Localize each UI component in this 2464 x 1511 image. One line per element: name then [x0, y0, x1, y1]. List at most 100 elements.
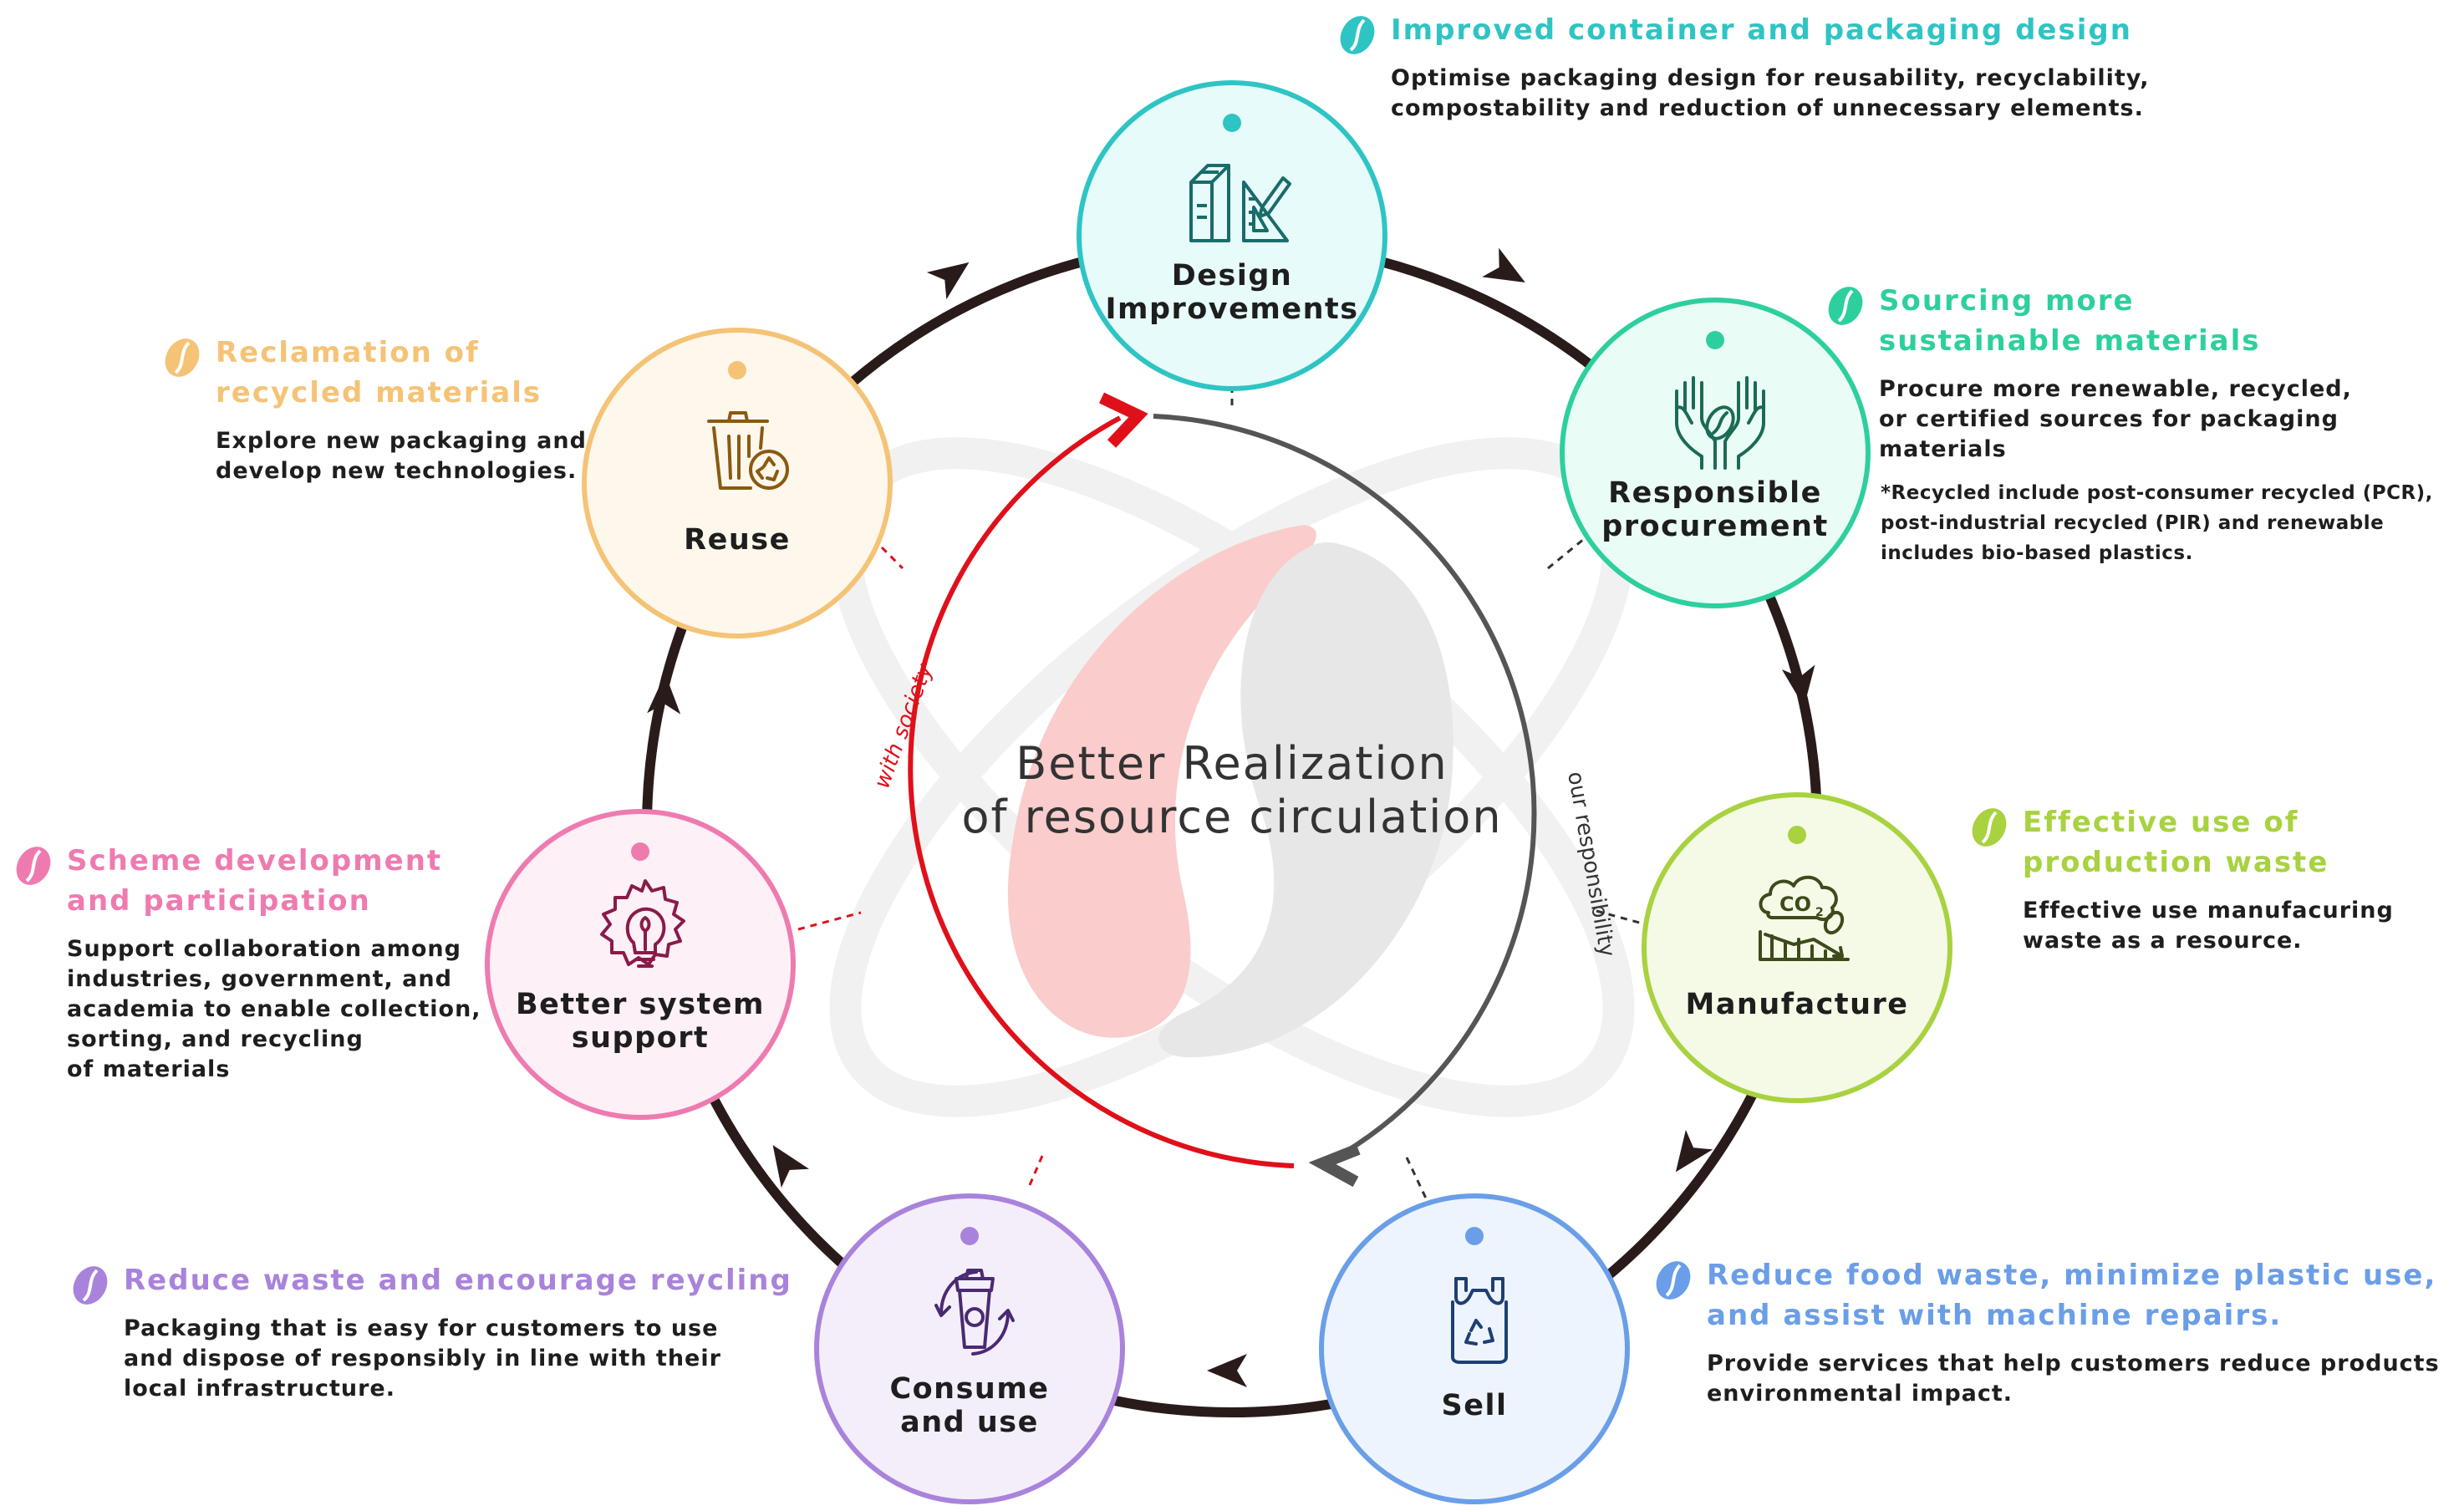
coffee-bean-icon [1828, 287, 1863, 325]
info-description: Optimise packaging design for reusabilit… [1336, 64, 2171, 124]
node-label-line2: and use [900, 1406, 1039, 1439]
info-line: Explore new packaging and [216, 428, 587, 454]
recycle-bag-icon [1451, 1277, 1508, 1364]
info-sell: Reduce food waste, minimize plastic use,… [1652, 1255, 2454, 1409]
svg-text:2: 2 [1815, 906, 1824, 919]
cycle-arrow-reuse-to-design [926, 262, 970, 300]
info-line: Effective use manufacuring [2023, 898, 2394, 923]
info-description: Effective use manufacuring waste as a re… [1968, 896, 2452, 956]
info-heading: Scheme development and participation [12, 841, 488, 921]
info-procurement: Sourcing more sustainable materials Proc… [1824, 281, 2459, 568]
node-label-line1: Consume [889, 1372, 1050, 1406]
cycle-arrow-design-to-procurement [1482, 247, 1525, 282]
info-line: and dispose of responsibly in line with … [124, 1346, 721, 1371]
node-design-improvements: Design Improvements [1077, 80, 1387, 391]
node-label-line2: procurement [1601, 510, 1829, 543]
coffee-bean-icon [16, 847, 51, 885]
info-description: Explore new packaging and develop new te… [160, 426, 595, 486]
node-label-line1: Manufacture [1685, 988, 1909, 1021]
info-description: Packaging that is easy for customers to … [69, 1314, 821, 1404]
center-title-line1: Better Realization [1016, 737, 1448, 790]
node-dot [1788, 826, 1806, 844]
node-dot [1706, 331, 1724, 349]
info-title-line: Reduce food waste, minimize plastic use, [1707, 1259, 2437, 1292]
node-label-line1: Responsible [1608, 476, 1822, 510]
info-line: Support collaboration among [67, 936, 461, 962]
info-design: Improved container and packaging design … [1336, 10, 2171, 124]
center-pink-bean [1007, 525, 1316, 1038]
info-title-line: production waste [2023, 846, 2329, 879]
info-line: waste as a resource. [2023, 928, 2303, 954]
info-line: *Recycled include post-consumer recycled… [1881, 482, 2433, 504]
info-heading: Reclamation of recycled materials [160, 333, 595, 413]
cycle-arrow-system-to-reuse [647, 674, 681, 715]
info-heading: Reduce food waste, minimize plastic use,… [1652, 1255, 2454, 1335]
info-reuse: Reclamation of recycled materials Explor… [160, 333, 595, 486]
trash-recycle-icon [707, 411, 789, 490]
center-grey-bean [1158, 542, 1453, 1058]
info-line: includes bio-based plastics. [1881, 542, 2193, 564]
packaging-design-icon [1189, 164, 1291, 242]
info-description: Procure more renewable, recycled, or cer… [1824, 374, 2459, 465]
co2-factory-icon: CO 2 [1759, 875, 1850, 961]
info-heading: Reduce waste and encourage reycling [69, 1260, 821, 1305]
cycle-arrows [647, 247, 1815, 1387]
node-label-line1: Better system [516, 988, 765, 1021]
info-title-line: and participation [67, 884, 371, 918]
node-label-line1: Reuse [684, 523, 791, 557]
dashed-connectors-red [797, 546, 1044, 1186]
info-title-line: sustainable materials [1879, 324, 2261, 358]
info-description: Support collaboration among industries, … [12, 934, 488, 1085]
info-line: environmental impact. [1707, 1381, 2013, 1407]
info-line: Optimise packaging design for reusabilit… [1391, 65, 2150, 91]
cycle-arrow-consume-to-system [772, 1145, 810, 1188]
responsibility-arc [1153, 414, 1537, 1164]
node-dot [631, 842, 649, 861]
info-line: of materials [67, 1056, 231, 1082]
cycle-arrow-sell-to-consume [1207, 1354, 1247, 1387]
info-heading: Improved container and packaging design [1336, 10, 2171, 54]
info-description: Provide services that help customers red… [1652, 1349, 2454, 1409]
info-line: academia to enable collection, [67, 996, 481, 1022]
node-dot [960, 1227, 979, 1245]
info-line: Provide services that help customers red… [1707, 1351, 2440, 1376]
coffee-bean-icon [1656, 1261, 1691, 1300]
info-consume: Reduce waste and encourage reycling Pack… [69, 1260, 821, 1404]
svg-text:CO: CO [1779, 893, 1811, 916]
info-title-line: recycled materials [216, 376, 542, 410]
info-title-line: Sourcing more [1879, 284, 2135, 318]
info-title-line: and assist with machine repairs. [1707, 1299, 2283, 1332]
node-label-line2: support [571, 1021, 710, 1055]
info-line: industries, government, and [67, 966, 452, 992]
info-heading: Sourcing more sustainable materials [1824, 281, 2459, 361]
info-line: post-industrial recycled (PIR) and renew… [1881, 512, 2385, 534]
society-arrowhead [1098, 392, 1148, 448]
info-line: local infrastructure. [124, 1376, 395, 1402]
gear-bulb-icon [600, 879, 685, 968]
info-title-line: Reclamation of [216, 336, 480, 369]
node-sell: Sell [1319, 1193, 1630, 1504]
cup-recycle-icon [934, 1269, 1015, 1356]
node-label-line1: Sell [1441, 1389, 1508, 1422]
node-dot [1465, 1227, 1484, 1245]
node-consume-and-use: Consume and use [814, 1193, 1125, 1504]
info-line: sorting, and recycling [67, 1026, 364, 1052]
responsibility-arrowhead [1308, 1143, 1361, 1188]
coffee-bean-icon [1972, 808, 2007, 847]
info-title-line: Effective use of [2023, 806, 2299, 839]
info-title: Improved container and packaging design [1391, 13, 2132, 47]
hands-bean-icon [1675, 376, 1765, 470]
node-dot [728, 361, 746, 379]
info-system: Scheme development and participation Sup… [12, 841, 488, 1085]
node-responsible-procurement: Responsible procurement [1560, 298, 1871, 608]
node-label-line1: Design [1171, 259, 1293, 293]
info-heading: Effective use of production waste [1968, 802, 2452, 883]
info-line: Procure more renewable, recycled, [1879, 376, 2352, 402]
node-dot [1223, 114, 1241, 132]
node-better-system-support: Better system support [485, 809, 796, 1120]
info-line: compostability and reduction of unnecess… [1391, 95, 2144, 121]
info-footnote: *Recycled include post-consumer recycled… [1824, 478, 2459, 568]
cycle-arrow-manufacture-to-sell [1675, 1129, 1713, 1173]
